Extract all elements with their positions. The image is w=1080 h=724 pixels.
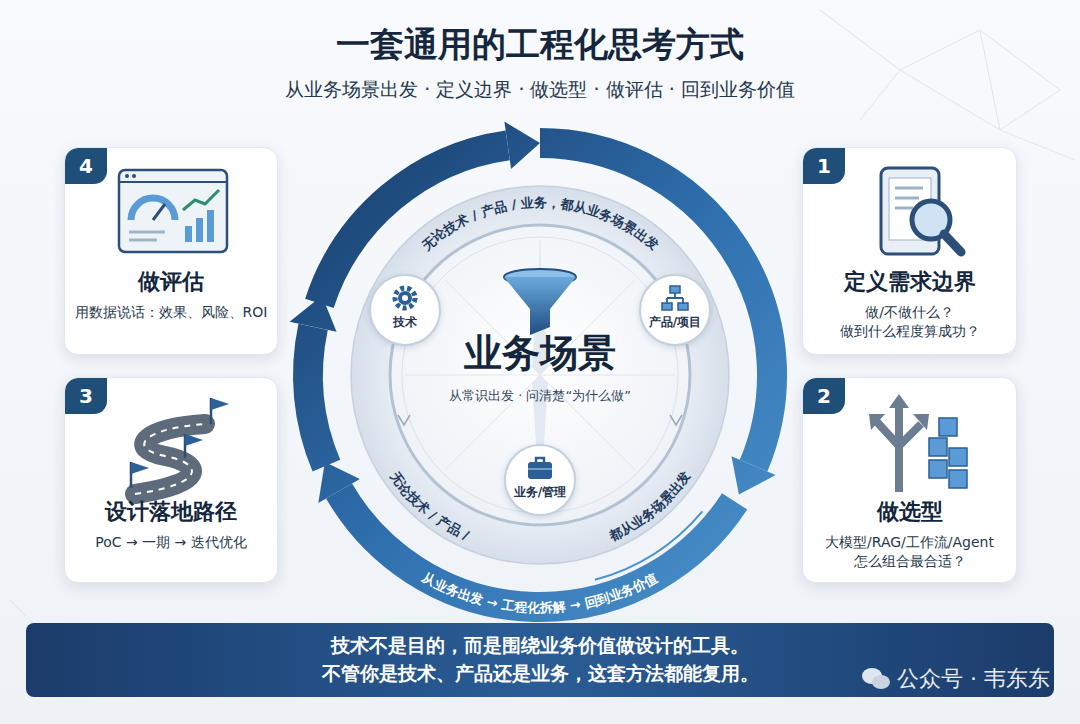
arc-label: 无论技术 / 产品 / [387, 468, 472, 543]
role-label: 产品/项目 [641, 315, 709, 329]
ring-arc [308, 327, 326, 466]
step-card: 2 做选型大模型/RAG/工作流/Agent 怎么组合最合适？ [802, 377, 1017, 583]
card-heading: 设计落地路径 [65, 498, 277, 527]
card-heading: 做评估 [65, 268, 277, 297]
hub-title: 业务场景 [350, 331, 730, 377]
role-icon [526, 454, 554, 482]
card-heading: 定义需求边界 [803, 268, 1016, 297]
summary-text: 技术不是目的，而是围绕业务价值做设计的工具。 不管你是技术、产品还是业务，这套方… [290, 632, 790, 687]
role-icon [661, 284, 689, 312]
step-card: 1 定义需求边界做/不做什么？ 做到什么程度算成功？ [802, 147, 1017, 355]
svg-text:无论技术 / 产品 /: 无论技术 / 产品 / [387, 468, 472, 543]
svg-text:无论技术 / 产品 / 业务，都从业务场景出发: 无论技术 / 产品 / 业务，都从业务场景出发 [418, 195, 661, 254]
watermark-text: 公众号 · 韦东东 [897, 664, 1050, 694]
callout-number: 2 [803, 378, 845, 414]
ring-arrowhead [290, 296, 337, 332]
watermark: 公众号 · 韦东东 [861, 664, 1050, 694]
role-label: 技术 [371, 315, 439, 329]
ring-arrowhead [504, 121, 540, 169]
step-card: 3 设计落地路径 PoC → 一期 → 迭代优化 [64, 377, 278, 583]
subtitle: 从业务场景出发 · 定义边界 · 做选型 · 做评估 · 回到业务价值 [0, 77, 1080, 103]
role-circle: 产品/项目 [639, 274, 711, 346]
card-body: 用数据说话：效果、风险、ROI [71, 303, 271, 323]
arc-label: 都从业务场景出发 [606, 468, 693, 544]
arc-label: 无论技术 / 产品 / 业务，都从业务场景出发 [418, 195, 661, 254]
ring-arrowhead [731, 456, 775, 494]
card-body: PoC → 一期 → 迭代优化 [71, 533, 271, 553]
callout-number: 1 [803, 148, 845, 184]
ring-arrowhead [318, 462, 360, 503]
card-body: 做/不做什么？ 做到什么程度算成功？ [810, 303, 1010, 342]
network-lines [10, 10, 1075, 650]
svg-text:都从业务场景出发: 都从业务场景出发 [606, 468, 693, 544]
card-heading: 做选型 [803, 498, 1016, 527]
card-body: 大模型/RAG/工作流/Agent 怎么组合最合适？ [810, 533, 1010, 572]
hub-circle: 业务场景从常识出发 · 问清楚“为什么做” 技术 产品/项目业务/管理 [350, 185, 730, 565]
role-label: 业务/管理 [506, 485, 574, 499]
hub-subtitle: 从常识出发 · 问清楚“为什么做” [390, 388, 690, 405]
title: 一套通用的工程化思考方式 [0, 22, 1080, 68]
step-card: 4 做评估用数据说话：效果、风险、ROI [64, 147, 278, 355]
callout-number: 3 [65, 378, 107, 414]
role-icon [391, 284, 419, 312]
ring-caption: 从业务出发 → 工程化拆解 → 回到业务价值 [419, 569, 660, 615]
cycle-ring [290, 121, 776, 607]
role-circle: 业务/管理 [504, 444, 576, 516]
wechat-icon [861, 666, 891, 692]
role-circle: 技术 [369, 274, 441, 346]
callout-number: 4 [65, 148, 107, 184]
svg-text:从业务出发 → 工程化拆解 → 回到业务价值: 从业务出发 → 工程化拆解 → 回到业务价值 [419, 569, 660, 615]
